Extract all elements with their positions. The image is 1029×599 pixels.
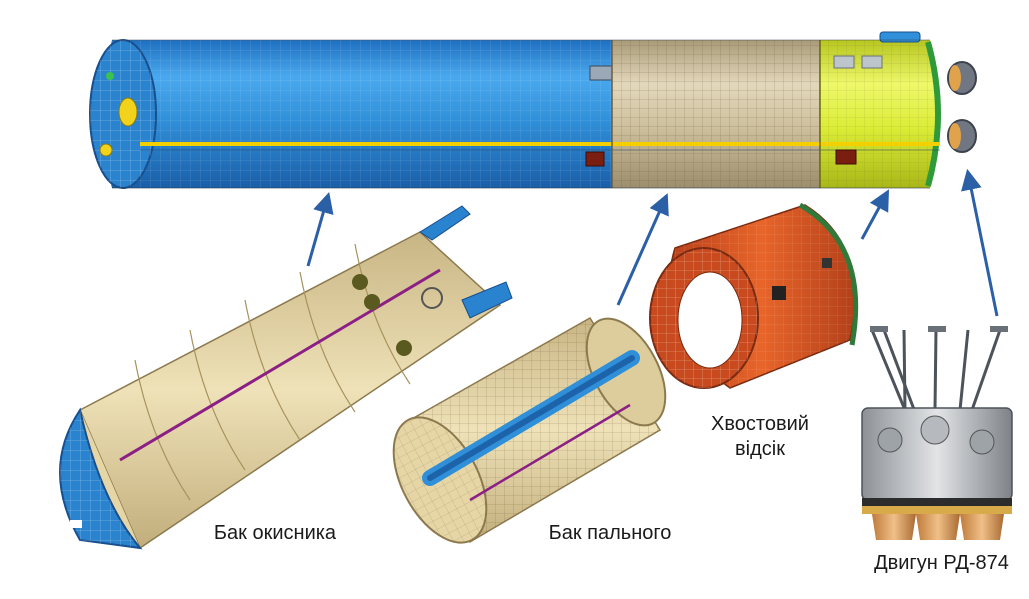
- label-tail-section-line1: Хвостовий: [711, 413, 809, 435]
- label-fuel-tank: Бак пального: [548, 522, 672, 544]
- arrow-engine: [961, 168, 999, 317]
- tail-section-module: [649, 202, 859, 389]
- fuel-tank-cutaway: [392, 316, 667, 544]
- label-tail-section: Хвостовий відсік: [690, 412, 830, 462]
- label-oxidizer-tank: Бак окисника: [213, 522, 337, 544]
- arrow-fuel-tank: [616, 193, 669, 306]
- assembled-stage: [89, 31, 977, 189]
- label-tail-section-line2: відсік: [735, 438, 785, 460]
- pointer-arrows: [306, 168, 999, 317]
- label-engine: Двигун РД-874: [874, 552, 1009, 574]
- arrow-oxidizer-tank: [306, 191, 334, 267]
- engine-rd-874: [861, 326, 1013, 540]
- arrow-tail-section: [860, 189, 890, 240]
- oxidizer-tank-cutaway: [59, 205, 513, 550]
